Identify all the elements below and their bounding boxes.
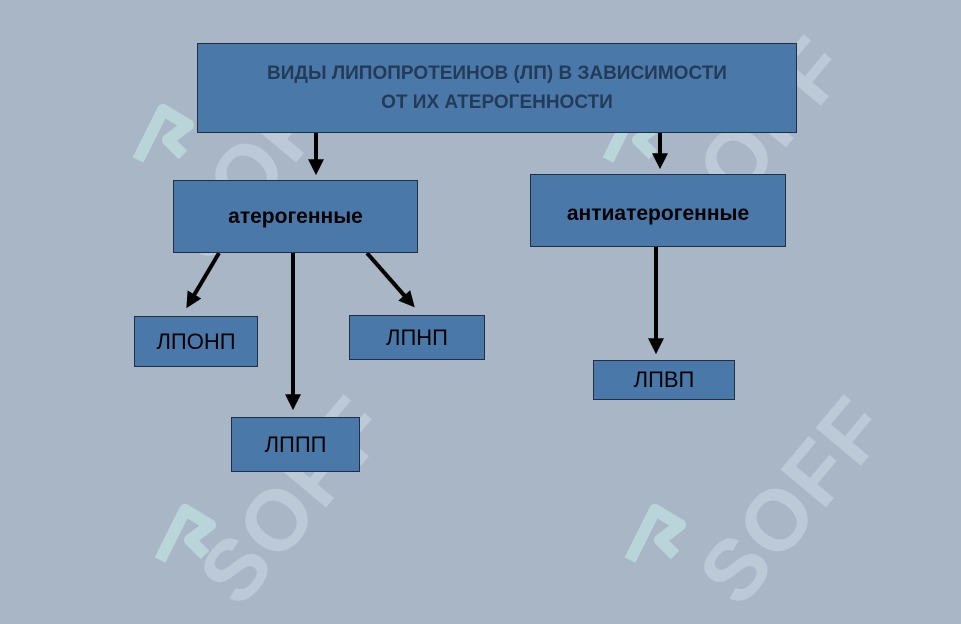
diagram-title: ВИДЫ ЛИПОПРОТЕИНОВ (ЛП) В ЗАВИСИМОСТИ ОТ… (267, 59, 727, 117)
atherogenic-box: атерогенные (173, 180, 418, 253)
arrow-atherogenic-to-lpnp (365, 251, 415, 308)
lponp-box: ЛПОНП (134, 316, 258, 367)
antiatherogenic-box: антиатерогенные (530, 174, 786, 247)
lpnp-box: ЛПНП (349, 315, 485, 360)
title-line-1: ВИДЫ ЛИПОПРОТЕИНОВ (ЛП) В ЗАВИСИМОСТИ (267, 63, 727, 84)
lppp-box: ЛППП (231, 417, 360, 472)
diagram-title-box: ВИДЫ ЛИПОПРОТЕИНОВ (ЛП) В ЗАВИСИМОСТИ ОТ… (197, 43, 797, 133)
watermark-logo-icon (132, 104, 194, 163)
lpvp-box: ЛПВП (593, 360, 735, 400)
connector-arrows (186, 133, 668, 411)
title-line-2: ОТ ИХ АТЕРОГЕННОСТИ (381, 92, 613, 113)
arrow-atherogenic-to-lponp (186, 251, 221, 309)
diagram-canvas: SOFF SOFF SOFF SOFF ВИДЫ ЛИПОПРОТЕИНОВ (… (132, 19, 907, 622)
